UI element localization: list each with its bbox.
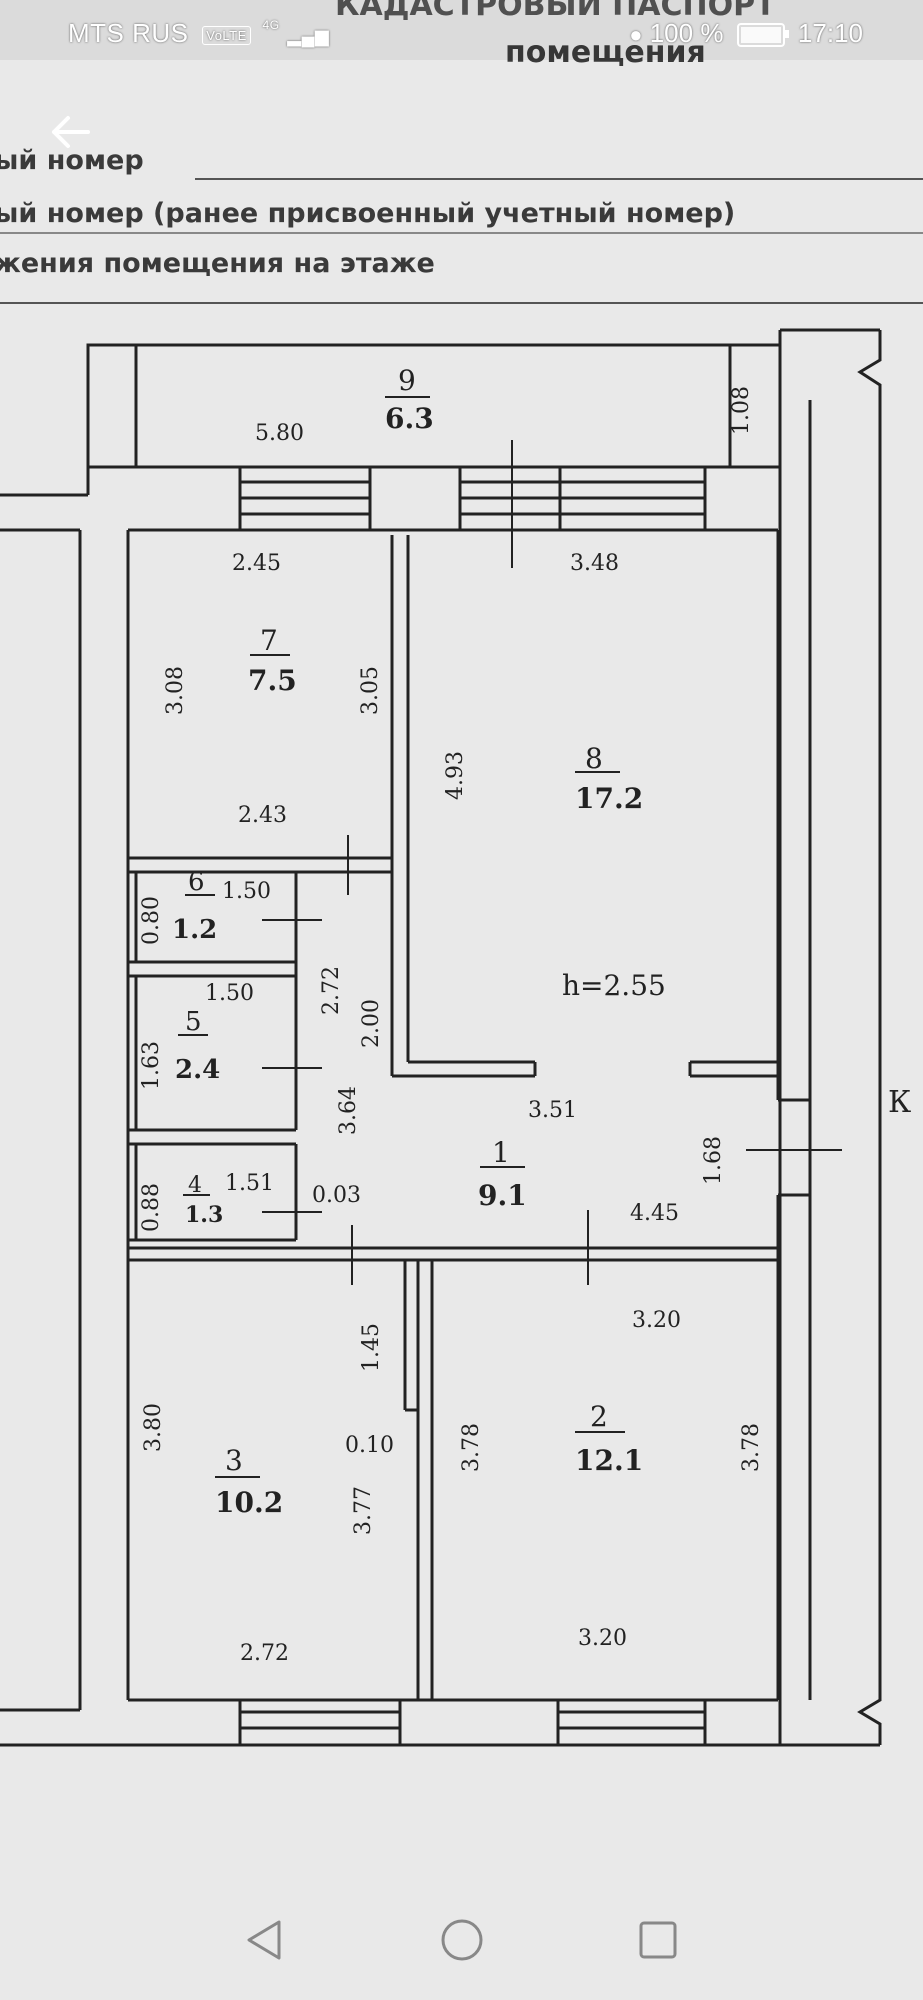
doc-field-1-line: [195, 178, 923, 180]
dim-2-72-h: 2.72: [240, 1641, 289, 1666]
dim-3-48: 3.48: [570, 551, 619, 576]
clock: 17:10: [797, 18, 863, 48]
room-3-number: 3: [225, 1444, 243, 1477]
doc-title-line2: помещения: [505, 35, 706, 70]
room-1-area: 9.1: [478, 1179, 527, 1212]
dim-1-63: 1.63: [139, 1041, 164, 1090]
room-4-number: 4: [188, 1173, 202, 1198]
dim-0-10: 0.10: [345, 1433, 394, 1458]
status-bar-right: ● 100 % 17:10: [629, 18, 863, 49]
dim-0-80: 0.80: [139, 896, 164, 945]
dim-3-20-a: 3.20: [632, 1308, 681, 1333]
volte-badge: VoLTE: [202, 25, 251, 45]
dim-2-00: 2.00: [359, 999, 384, 1048]
dim-2-43: 2.43: [238, 803, 287, 828]
dim-3-80: 3.80: [141, 1403, 166, 1452]
back-triangle-icon[interactable]: [235, 1910, 295, 1970]
battery-icon: [736, 23, 789, 48]
dim-1-50-a: 1.50: [222, 879, 271, 904]
room-2-area: 12.1: [575, 1444, 643, 1477]
doc-title-line1: КАДАСТРОВЫЙ ПАСПОРТ: [335, 0, 776, 23]
dim-3-51: 3.51: [528, 1098, 577, 1123]
dim-1-68: 1.68: [701, 1136, 726, 1185]
floor-plan: 9 6.3 7 7.5 8 17.2 6 1.2 5 2.4 4 1.3 1 9…: [0, 328, 911, 1747]
dim-4-93: 4.93: [443, 751, 468, 800]
navigation-bar: [0, 1880, 923, 2000]
dim-3-78-b: 3.78: [739, 1423, 764, 1472]
doc-field-1: ый номер: [0, 145, 144, 176]
room-8-number: 8: [585, 742, 603, 775]
dim-3-77: 3.77: [351, 1486, 376, 1535]
dim-3-20-b: 3.20: [578, 1626, 627, 1651]
dim-4-45: 4.45: [630, 1201, 679, 1226]
dim-5-80: 5.80: [255, 421, 304, 446]
recents-square-icon[interactable]: [628, 1910, 688, 1970]
room-6-number: 6: [188, 867, 205, 897]
dim-2-72-v: 2.72: [319, 966, 344, 1015]
status-bar: MTS RUS VoLTE 4G ▂▄▆ ● 100 % 17:10: [0, 0, 923, 60]
room-7-area: 7.5: [248, 664, 297, 697]
dim-1-08: 1.08: [729, 386, 754, 435]
dim-2-45: 2.45: [232, 551, 281, 576]
doc-field-3: жения помещения на этаже: [0, 248, 435, 279]
dim-1-50-b: 1.50: [205, 981, 254, 1006]
signal-icon: ▂▄▆: [287, 26, 330, 46]
status-bar-left: MTS RUS VoLTE 4G ▂▄▆: [68, 18, 329, 49]
location-icon: ●: [629, 22, 643, 47]
dim-3-78-a: 3.78: [459, 1423, 484, 1472]
room-9-area: 6.3: [385, 402, 434, 435]
room-3-area: 10.2: [215, 1486, 283, 1519]
dim-1-51: 1.51: [225, 1171, 274, 1196]
dim-0-03: 0.03: [312, 1183, 361, 1208]
room-8-area: 17.2: [575, 782, 643, 815]
dim-3-05: 3.05: [358, 666, 383, 715]
ceiling-height: h=2.55: [562, 969, 666, 1002]
doc-field-2-line: [0, 232, 923, 234]
back-arrow-icon[interactable]: [48, 110, 92, 154]
room-2-number: 2: [590, 1400, 608, 1433]
dim-1-45: 1.45: [359, 1323, 384, 1372]
room-5-number: 5: [185, 1007, 202, 1037]
dim-3-08: 3.08: [163, 666, 188, 715]
dim-3-64: 3.64: [336, 1086, 361, 1135]
carrier-label: MTS RUS: [68, 18, 189, 48]
doc-field-2: ый номер (ранее присвоенный учетный номе…: [0, 198, 736, 229]
dim-0-88: 0.88: [139, 1183, 164, 1232]
room-4-area: 1.3: [185, 1202, 223, 1228]
battery-percent: 100 %: [649, 18, 724, 48]
home-circle-icon[interactable]: [432, 1910, 492, 1970]
room-7-number: 7: [260, 624, 278, 657]
room-5-area: 2.4: [175, 1055, 220, 1085]
room-9-number: 9: [398, 364, 416, 397]
network-type: 4G: [262, 18, 280, 32]
room-6-area: 1.2: [172, 915, 217, 945]
side-label: К: [888, 1085, 911, 1120]
room-1-number: 1: [492, 1136, 510, 1169]
doc-field-3-line: [0, 302, 923, 304]
